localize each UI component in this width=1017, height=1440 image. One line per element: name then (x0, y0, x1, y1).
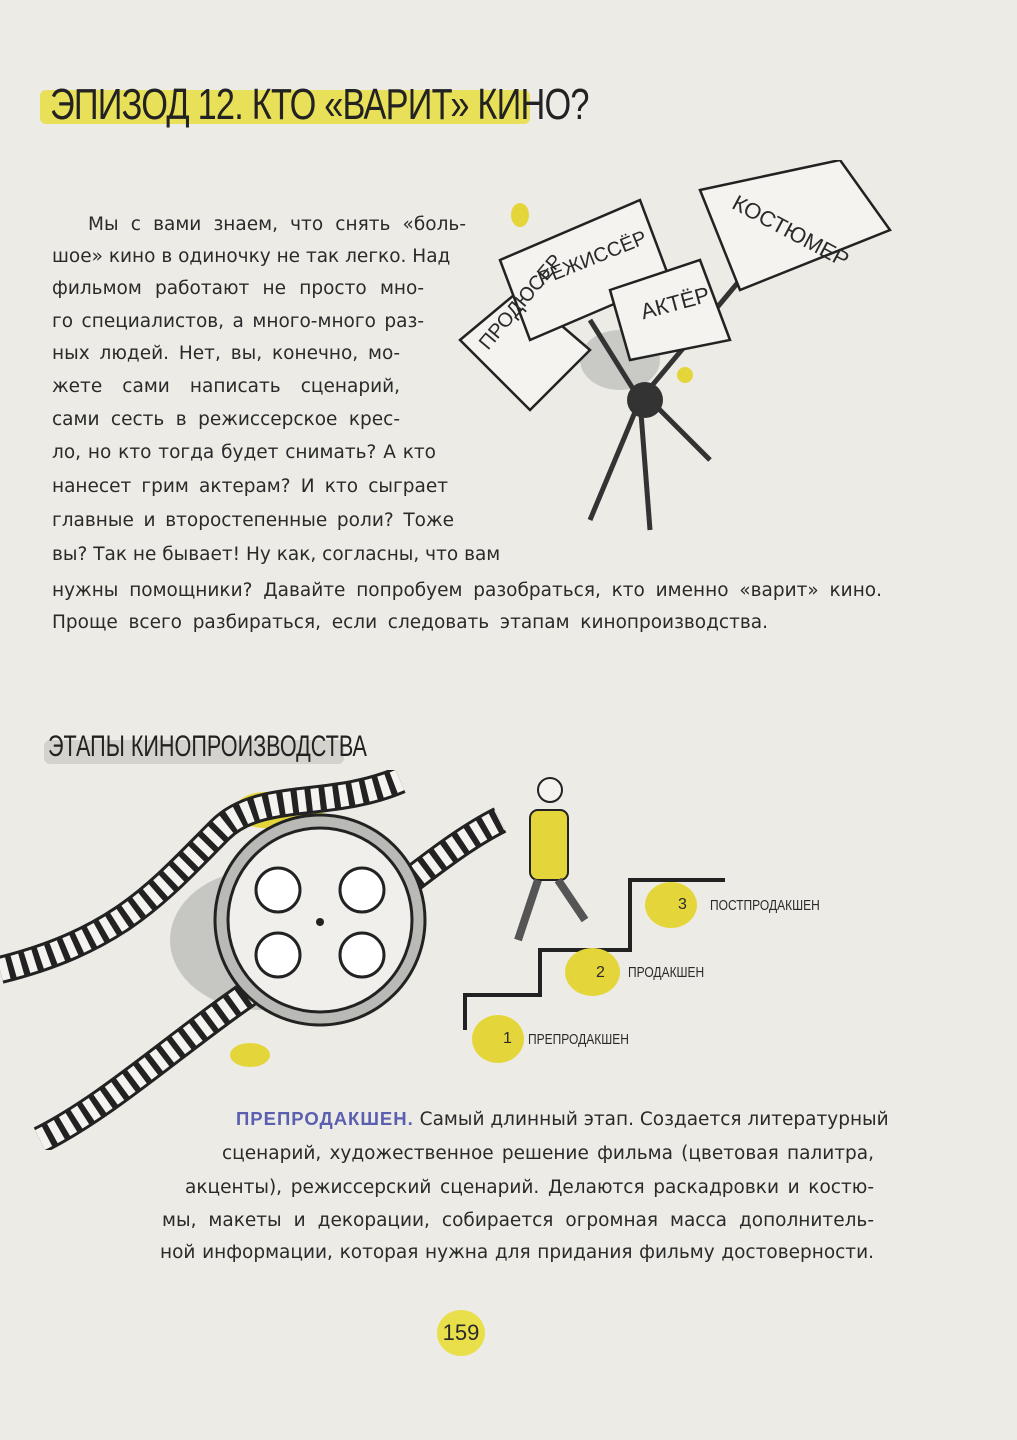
text-line: Проще всего разбираться, если следовать … (52, 612, 768, 633)
text-line: жете сами написать сценарий, (52, 376, 400, 397)
text-line: го специалистов, а много-много раз- (52, 311, 424, 332)
page-number: 159 (437, 1310, 485, 1356)
stage-3-marker (645, 882, 697, 928)
title-highlight (40, 90, 530, 124)
text-line: мы, макеты и декорации, собирается огром… (162, 1210, 874, 1231)
stage-3-number: 3 (678, 896, 687, 913)
text-line: сами сесть в режиссерское крес- (52, 409, 400, 430)
text-line: вы? Так не бывает! Ну как, согласны, что… (52, 544, 501, 565)
signs-illustration (458, 160, 892, 531)
stage-1-marker (472, 1015, 524, 1063)
text-line: шое» кино в одиночку не так легко. Над (52, 246, 451, 267)
text-span: Самый длинный этап. Создается литературн… (419, 1109, 889, 1130)
stage-1-number: 1 (503, 1030, 512, 1047)
stage-3-label: ПОСТПРОДАКШЕН (710, 897, 820, 914)
text-line: ной информации, которая нужна для придан… (160, 1242, 874, 1263)
text-line: главные и второстепенные роли? Тоже (52, 510, 454, 531)
text-line: нужны помощники? Давайте попробуем разоб… (52, 580, 882, 601)
text-line: акценты), режиссерский сценарий. Делаютс… (185, 1177, 874, 1198)
stage-2-marker (565, 948, 620, 996)
stairs-illustration (463, 777, 725, 1030)
text-line: ных людей. Нет, вы, конечно, мо- (52, 343, 400, 364)
text-line: нанесет грим актерам? И кто сыграет (52, 476, 448, 497)
section-subtitle: ЭТАПЫ КИНОПРОИЗВОДСТВА (48, 730, 367, 763)
text-line: фильмом работают не просто мно- (52, 278, 424, 299)
page-title: ЭПИЗОД 12. КТО «ВАРИТ» КИНО? (50, 80, 589, 129)
stage-1-label: ПРЕПРОДАКШЕН (528, 1031, 629, 1048)
film-reel-illustration (0, 770, 507, 1150)
subtitle-highlight (44, 740, 344, 764)
text-line: сценарий, художественное решение фильма … (222, 1143, 874, 1164)
stage-2-label: ПРОДАКШЕН (628, 964, 705, 981)
preproduction-lead: ПРЕПРОДАКШЕН. (236, 1108, 414, 1129)
text-line: Мы с вами знаем, что снять «боль- (88, 214, 466, 235)
stage-2-number: 2 (596, 964, 605, 981)
text-line: ПРЕПРОДАКШЕН. Самый длинный этап. Создае… (236, 1102, 889, 1136)
text-line: ло, но кто тогда будет снимать? А кто (52, 442, 436, 463)
